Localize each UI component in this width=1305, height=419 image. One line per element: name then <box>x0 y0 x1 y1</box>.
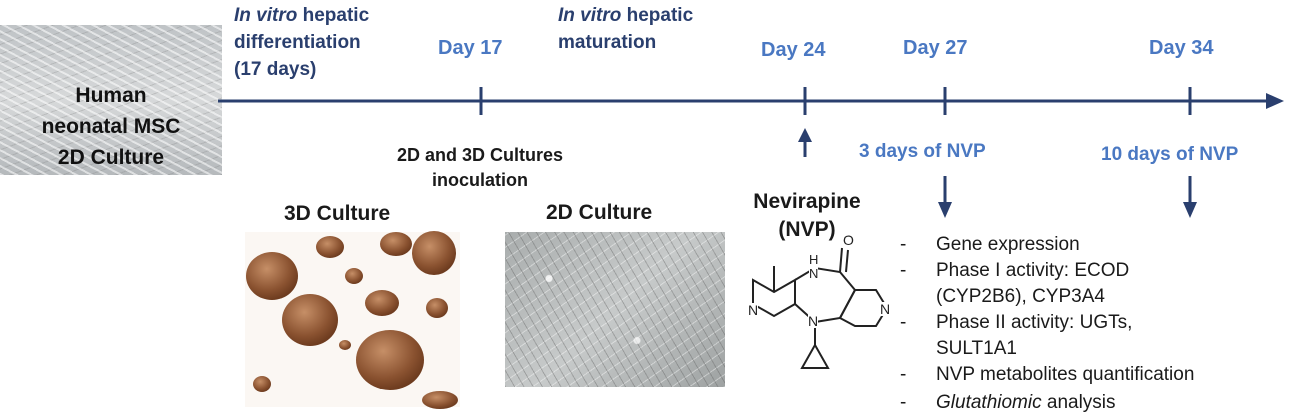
analysis-phase2: -Phase II activity: UGTs, SULT1A1 <box>900 310 1300 362</box>
spheroid <box>246 252 298 300</box>
culture3d-image <box>245 231 460 409</box>
spheroid <box>339 340 351 350</box>
day24-label: Day 24 <box>761 39 826 62</box>
atom-nitrogen-right: N <box>880 302 890 316</box>
analysis-gene-expression: -Gene expression <box>900 232 1300 258</box>
culture2d-title: 2D Culture <box>546 201 652 225</box>
culture2d-image <box>505 232 725 387</box>
spheroid <box>426 298 448 318</box>
spheroid <box>345 268 363 284</box>
exposure-long-label: 10 days of NVP <box>1101 144 1238 166</box>
spheroid <box>282 294 338 346</box>
culture3d-title: 3D Culture <box>284 202 390 226</box>
day34-label: Day 34 <box>1149 37 1214 60</box>
analysis-glutathiomic: -Glutathiomic analysis <box>900 390 1300 419</box>
spheroid <box>365 290 399 316</box>
spheroid <box>380 232 412 256</box>
analysis-phase1: -Phase I activity: ECOD (CYP2B6), CYP3A4 <box>900 258 1300 310</box>
exposure-short-label: 3 days of NVP <box>859 141 986 163</box>
day17-label: Day 17 <box>438 37 503 60</box>
atom-nitrogen-center: N <box>808 314 818 328</box>
analysis-metabolites: -NVP metabolites quantification <box>900 362 1300 388</box>
day27-label: Day 27 <box>903 37 968 60</box>
inoculation-label: 2D and 3D Cultures inoculation <box>372 143 588 193</box>
spheroid <box>412 231 456 275</box>
phase-differentiation-label: In vitro hepatic differentiation (17 day… <box>234 2 369 83</box>
drug-label: Nevirapine (NVP) <box>738 188 876 244</box>
spheroid <box>253 376 271 392</box>
nevirapine-structure <box>753 248 887 368</box>
nvp-addition-arrowhead <box>798 128 812 142</box>
spheroid <box>356 330 424 390</box>
arrow-day34-head <box>1183 202 1197 218</box>
spheroid <box>422 391 458 409</box>
spheroid <box>316 236 344 258</box>
atom-nitrogen-left: N <box>748 303 758 317</box>
arrow-day27-head <box>938 202 952 218</box>
timeline-arrowhead <box>1266 93 1284 109</box>
phase-maturation-label: In vitro hepatic maturation <box>558 2 693 56</box>
